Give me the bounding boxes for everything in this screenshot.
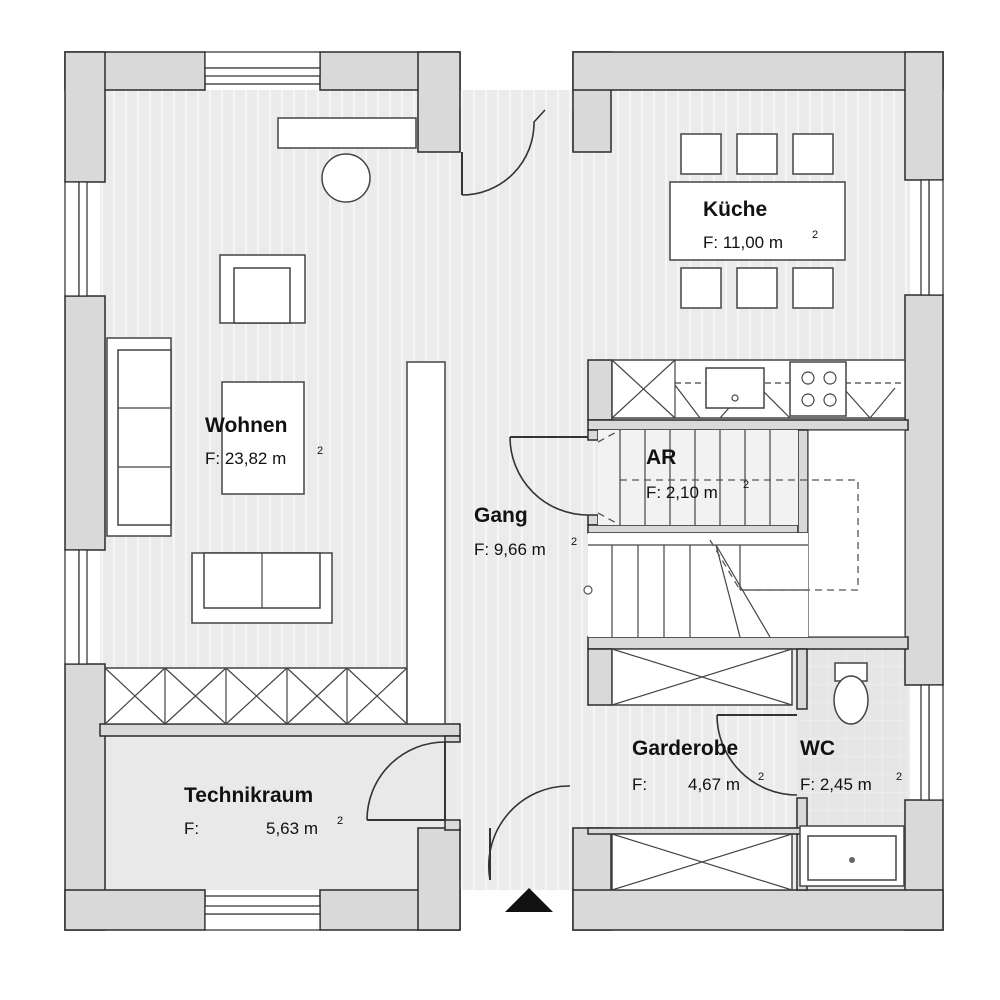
window-bottom — [204, 895, 321, 931]
room-label-wc: WC F: 2,45 m 2 — [800, 737, 902, 794]
wall-technik-right-top — [444, 735, 461, 743]
toilet-icon — [833, 662, 869, 725]
kitchen-counter — [611, 359, 906, 419]
room-name: Garderobe — [632, 737, 738, 760]
wall-left-a — [64, 51, 106, 183]
sofa-bottom-icon — [191, 552, 333, 624]
window-left-top — [64, 181, 88, 297]
room-area: F: 9,66 m — [474, 540, 546, 559]
room-label-kueche: Küche F: 11,00 m 2 — [703, 198, 818, 252]
window-right-top — [920, 179, 944, 296]
sofa-left-icon — [106, 337, 172, 537]
stairs — [583, 429, 906, 638]
room-name: AR — [646, 446, 676, 469]
room-label-gang: Gang F: 9,66 m 2 — [474, 504, 577, 559]
furniture-wohnen — [104, 117, 446, 725]
room-divider — [406, 361, 446, 725]
door-entrance — [459, 785, 574, 881]
ar-steps — [619, 430, 771, 525]
wardrobe-wohnen — [104, 667, 408, 725]
room-label-ar: AR F: 2,10 m 2 — [646, 446, 749, 502]
furniture-wc — [799, 662, 905, 887]
wall-bottom-right — [572, 889, 944, 931]
room-area: F: 2,10 m — [646, 483, 718, 502]
wall-left-b — [64, 295, 106, 551]
chair-4 — [680, 267, 722, 309]
floor-technikraum — [100, 735, 455, 890]
room-area-value: 5,63 m — [266, 819, 318, 838]
wall-right-b — [904, 294, 944, 686]
area-unit-exponent: 2 — [317, 445, 323, 457]
room-area: F: — [632, 775, 647, 794]
window-right-bottom — [920, 684, 944, 801]
wall-garderobe-left — [587, 648, 613, 706]
wall-ar-top — [587, 419, 909, 431]
stair-outline-upper — [597, 429, 859, 591]
wall-ar-left-top — [587, 429, 599, 441]
wall-bottom-left-a — [64, 889, 206, 931]
room-name: Technikraum — [184, 784, 313, 807]
wall-ar-left-bottom — [587, 514, 599, 526]
dining-table — [669, 181, 846, 261]
window-left-bottom — [64, 549, 88, 665]
coffee-table — [221, 381, 305, 495]
windows — [64, 51, 944, 931]
wall-bottom-left-pier — [417, 827, 461, 931]
room-label-wohnen: Wohnen F: 23,82 m 2 — [205, 414, 323, 468]
wall-ar-bottom — [587, 524, 809, 534]
wall-garderobe-bottom — [587, 827, 804, 835]
wall-left-c — [64, 663, 106, 931]
wall-stair-bottom — [587, 636, 909, 650]
area-unit-exponent: 2 — [812, 229, 818, 241]
room-name: WC — [800, 737, 835, 760]
door-ar — [509, 436, 589, 516]
area-unit-exponent: 2 — [758, 771, 764, 783]
chair-2 — [736, 133, 778, 175]
wall-right-a — [904, 51, 944, 181]
room-area-value: 4,67 m — [688, 775, 740, 794]
sideboard — [277, 117, 417, 149]
armchair-icon — [219, 254, 306, 324]
sink-icon — [705, 367, 765, 409]
room-area: F: — [184, 819, 199, 838]
wall-technik-right-bottom — [444, 819, 461, 831]
room-name: Wohnen — [205, 414, 287, 437]
room-label-technikraum: Technikraum F: 5,63 m 2 — [184, 784, 343, 838]
doors — [366, 109, 798, 881]
entrance-arrow-icon — [505, 888, 553, 912]
chair-6 — [792, 267, 834, 309]
room-area: F: 23,82 m — [205, 449, 286, 468]
furniture-kueche — [611, 133, 906, 419]
chair-3 — [792, 133, 834, 175]
room-label-garderobe: Garderobe F: 4,67 m 2 — [632, 737, 764, 794]
area-unit-exponent: 2 — [337, 815, 343, 827]
wall-wc-left — [796, 648, 808, 710]
chair-5 — [736, 267, 778, 309]
area-unit-exponent: 2 — [571, 536, 577, 548]
window-top — [204, 51, 321, 85]
door-wc — [716, 714, 798, 796]
wall-top-left-pier — [417, 51, 461, 153]
garderobe-cabinet-top — [611, 648, 793, 706]
garderobe-cabinet-bottom — [611, 833, 793, 891]
door-technikraum — [366, 741, 446, 821]
room-name: Küche — [703, 198, 767, 221]
wall-ar-right — [797, 429, 809, 534]
cooktop-icon — [789, 361, 847, 417]
washbasin-icon — [799, 825, 905, 887]
outer-walls — [64, 51, 944, 931]
plant-icon — [321, 153, 371, 203]
room-area: F: 11,00 m — [703, 233, 783, 252]
wall-technik-top — [99, 723, 461, 737]
area-unit-exponent: 2 — [896, 771, 902, 783]
chair-1 — [680, 133, 722, 175]
area-unit-exponent: 2 — [743, 479, 749, 491]
furniture-garderobe — [611, 648, 793, 891]
wall-kitchen-stub — [587, 359, 613, 421]
room-name: Gang — [474, 504, 528, 527]
door-terrace — [459, 109, 574, 196]
room-area: F: 2,45 m — [800, 775, 872, 794]
wall-top-right — [572, 51, 944, 91]
